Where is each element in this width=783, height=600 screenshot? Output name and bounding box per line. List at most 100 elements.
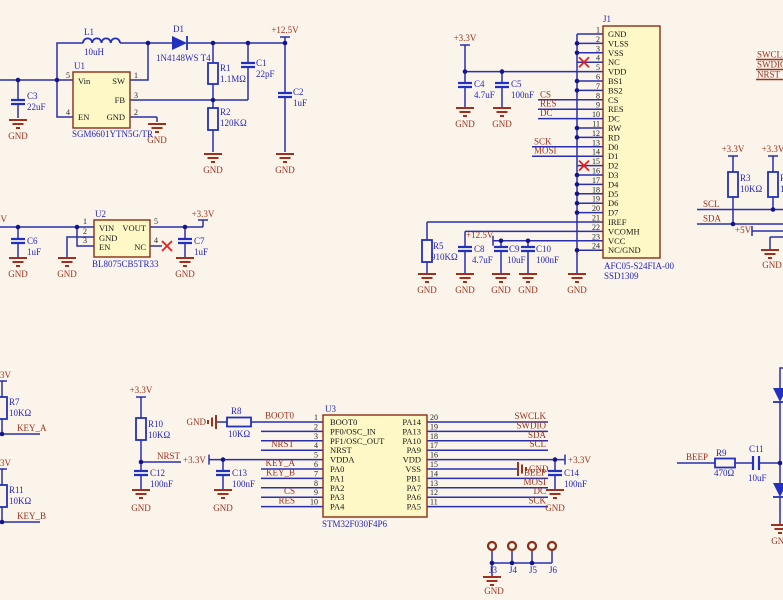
j1-pin-name: NC [608, 57, 620, 67]
capacitor-symbol[interactable] [495, 81, 509, 89]
net-label-sda[interactable]: SDA [528, 430, 547, 440]
net-label-boot0[interactable]: BOOT0 [265, 411, 294, 421]
u1-body[interactable] [72, 71, 131, 129]
u2-pin-num: 2 [83, 227, 87, 236]
net-label-nrst[interactable]: NRST [271, 439, 295, 449]
diode-symbol[interactable] [172, 36, 187, 50]
net-label-mosi[interactable]: MOSI [523, 477, 546, 487]
net-label-key-a[interactable]: KEY_A [17, 423, 47, 433]
r7-ref: R7 [9, 397, 20, 407]
net-label-swdio[interactable]: SWDIO [517, 420, 547, 430]
u3-body[interactable] [322, 414, 428, 518]
pad-j6[interactable] [546, 540, 558, 552]
capacitor-symbol[interactable] [178, 237, 192, 245]
net-label-key-a[interactable]: KEY_A [266, 458, 296, 468]
net-label-scl[interactable]: SCL [529, 439, 546, 449]
net-label-beep[interactable]: BEEP [524, 467, 546, 477]
net-label-key-b[interactable]: KEY_B [17, 511, 46, 521]
u3-pin-name: PB1 [406, 473, 421, 483]
u3-pin-name: PA2 [330, 483, 344, 493]
net-label-nrst[interactable]: NRST [157, 451, 181, 461]
u3-pin-name: VDDA [330, 455, 355, 465]
u3-pin-num: 18 [430, 432, 438, 441]
resistor-symbol[interactable] [714, 457, 736, 469]
j1-pin-num: 18 [592, 185, 600, 194]
capacitor-symbol[interactable] [458, 245, 472, 253]
capacitor-symbol[interactable] [216, 469, 230, 477]
pad-j4[interactable] [506, 540, 518, 552]
net-label-swclk[interactable]: SWCLK [515, 411, 547, 421]
u1-pin-en: EN [78, 112, 89, 122]
resistor-symbol[interactable] [226, 416, 252, 428]
net-label-dc[interactable]: DC [533, 486, 546, 496]
junction-dot [0, 519, 5, 525]
j1-body[interactable] [602, 25, 661, 259]
net-label-cs[interactable]: CS [540, 89, 551, 99]
power-port-3v3-label: +3.3V [192, 209, 215, 219]
j1-pin-name: D2 [608, 161, 618, 171]
resistor-symbol[interactable] [421, 239, 433, 263]
c11-ref: C11 [749, 444, 764, 454]
c1-value: 22pF [256, 69, 275, 79]
c14-value: 100nF [564, 479, 587, 489]
j1-pin-num: 15 [592, 157, 600, 166]
capacitor-symbol[interactable] [278, 91, 292, 99]
net-label-scl[interactable]: SCL [703, 199, 720, 209]
u2-ref: U2 [95, 209, 106, 219]
net-label-res[interactable]: RES [540, 99, 557, 109]
net-label-dc[interactable]: DC [540, 108, 553, 118]
junction-dot [245, 40, 251, 46]
net-label-sda[interactable]: SDA [703, 214, 722, 224]
capacitor-symbol[interactable] [521, 245, 535, 253]
net-label-cs[interactable]: CS [284, 486, 295, 496]
net-label-mosi[interactable]: MOSI [534, 146, 557, 156]
j1-pin-num: 2 [596, 35, 600, 44]
wire [491, 550, 553, 577]
resistor-symbol[interactable] [0, 396, 8, 420]
j1-pin-name: D4 [608, 179, 619, 189]
junction-dot [574, 172, 580, 178]
resistor-symbol[interactable] [207, 62, 219, 85]
j1-mpn: AFC05-S24FIA-00 [604, 261, 675, 271]
gnd-symbol [545, 489, 565, 499]
capacitor-symbol[interactable] [548, 469, 562, 477]
diode-symbol[interactable] [773, 388, 783, 402]
c8-ref: C8 [474, 244, 485, 254]
r3-value: 10KΩ [740, 184, 762, 194]
j1-pin-num: 14 [592, 148, 600, 157]
pad-j3[interactable] [486, 540, 498, 552]
capacitor-symbol[interactable] [11, 237, 25, 245]
l1-ref: L1 [84, 27, 94, 37]
pad-j5[interactable] [526, 540, 538, 552]
u3-pin-name: PA3 [330, 492, 344, 502]
net-label-res[interactable]: RES [278, 496, 295, 506]
capacitor-symbol[interactable] [241, 61, 255, 69]
resistor-symbol[interactable] [135, 417, 147, 441]
resistor-symbol[interactable] [727, 171, 739, 198]
net-label-nrst[interactable]: NRST [757, 70, 781, 80]
resistor-symbol[interactable] [767, 171, 779, 198]
wire [677, 367, 783, 525]
capacitor-symbol[interactable] [11, 98, 25, 106]
junction-dot [770, 207, 776, 212]
gnd-label: GND [187, 417, 207, 427]
u3-pin-name: VSS [405, 464, 421, 474]
diode-symbol[interactable] [773, 483, 783, 497]
net-label-beep[interactable]: BEEP [686, 452, 708, 462]
resistor-symbol[interactable] [207, 107, 219, 131]
net-label-swdio[interactable]: SWDIO [757, 60, 783, 70]
j1-pin-name: VSS [608, 48, 624, 58]
gnd-label: GND [8, 269, 28, 279]
net-label-key-b[interactable]: KEY_B [266, 467, 295, 477]
capacitor-symbol[interactable] [458, 81, 472, 89]
j3-ref: J3 [489, 565, 498, 575]
capacitor-symbol[interactable] [134, 469, 148, 477]
net-label-swclk[interactable]: SWCLK [757, 50, 783, 60]
inductor-symbol[interactable] [82, 37, 121, 44]
capacitor-symbol[interactable] [751, 456, 761, 470]
net-label-sck[interactable]: SCK [534, 136, 552, 146]
u2-body[interactable] [93, 219, 151, 258]
resistor-symbol[interactable] [0, 484, 8, 508]
capacitor-symbol[interactable] [494, 245, 508, 253]
net-label-sck[interactable]: SCK [528, 496, 546, 506]
